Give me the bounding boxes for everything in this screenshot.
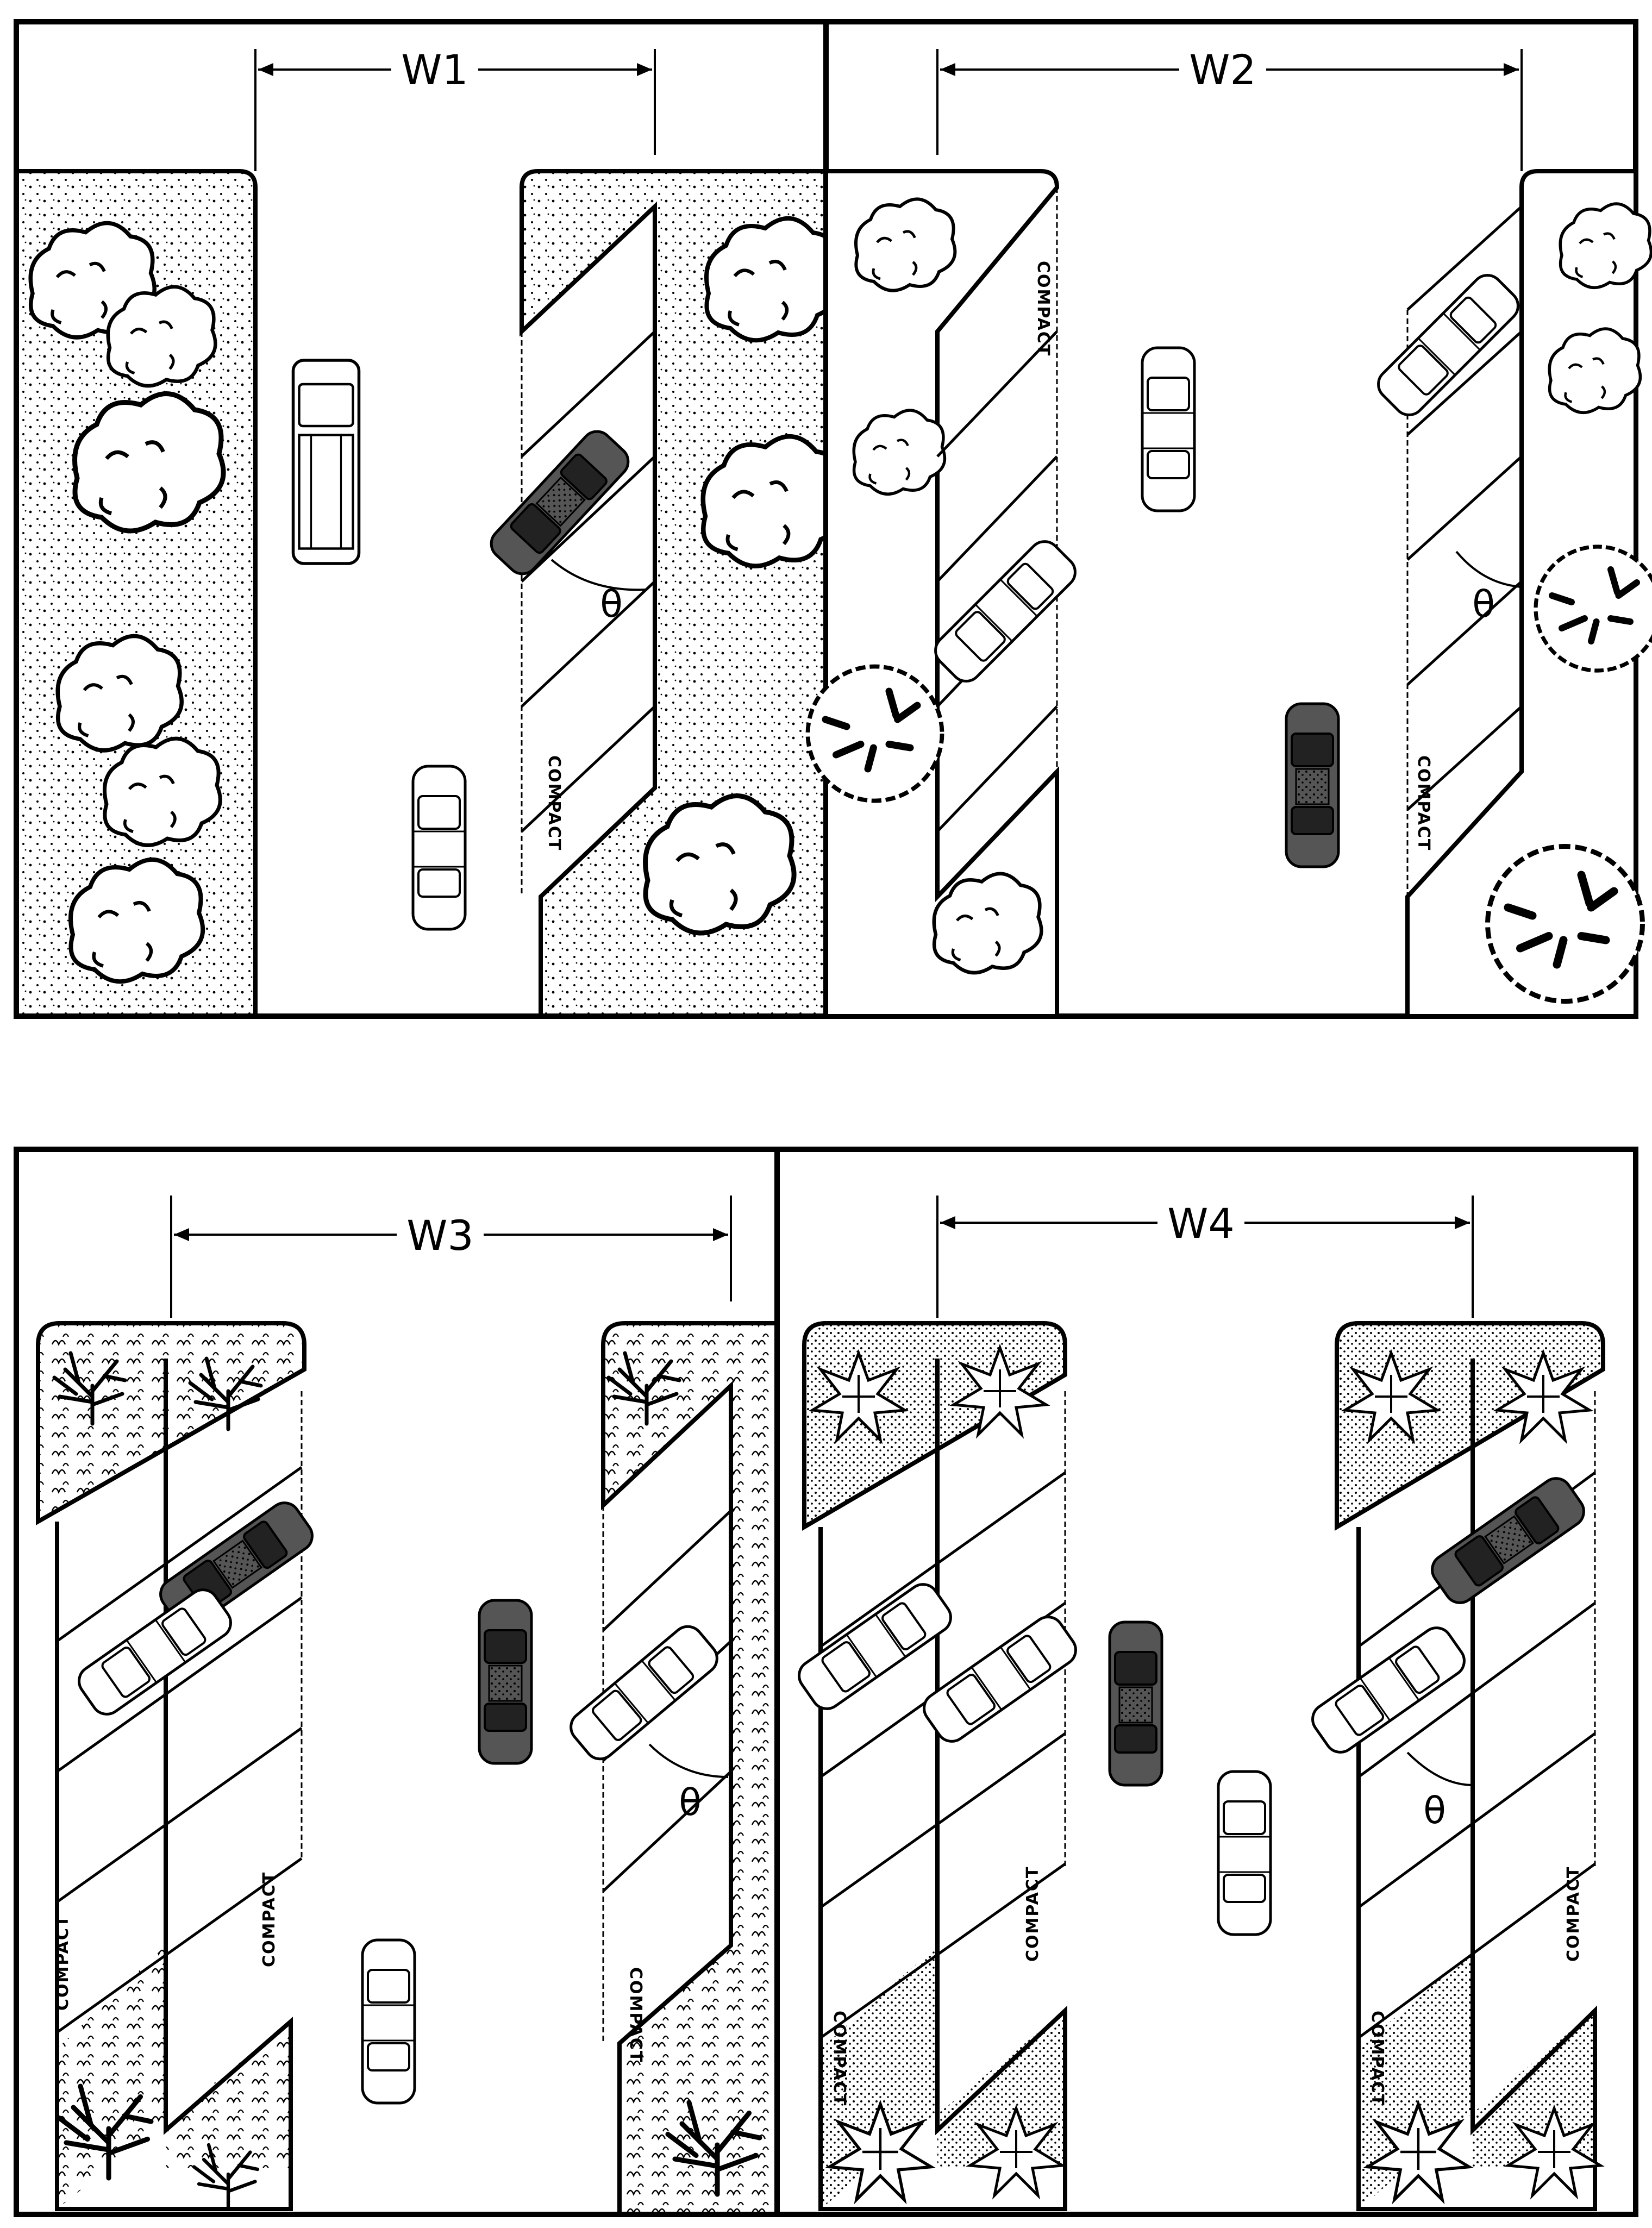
compact-label: COMPACT xyxy=(53,1915,72,2011)
car xyxy=(1142,348,1194,511)
parking-stalls-w1: COMPACT xyxy=(521,330,656,897)
compact-label: COMPACT xyxy=(626,1967,645,2063)
car xyxy=(73,1584,237,1720)
car xyxy=(293,360,359,564)
panel-w3: W3 COMPACT COMPACT COMPACT xyxy=(14,1147,780,2217)
dimension-w2: W2 xyxy=(936,46,1523,171)
dimension-w3: W3 xyxy=(170,1196,732,1318)
right-stall-island xyxy=(601,1321,779,2217)
panel-w1: W1 COMPACT θ xyxy=(14,19,843,1019)
left-stall-island xyxy=(824,169,1060,1018)
dimension-label: W1 xyxy=(401,46,468,94)
compact-label: COMPACT xyxy=(1034,261,1053,356)
parking-stalls-w2-left: COMPACT xyxy=(936,187,1058,833)
angle-indicator: θ xyxy=(550,559,647,626)
car xyxy=(413,766,465,929)
angle-indicator: θ xyxy=(648,1743,729,1824)
compact-label: COMPACT xyxy=(1414,755,1433,851)
parking-stalls-w4-right: COMPACT COMPACT xyxy=(1357,1391,1596,2106)
dimension-label: W2 xyxy=(1189,46,1256,94)
car xyxy=(362,1940,415,2103)
car xyxy=(1218,1772,1271,1935)
angle-theta-label: θ xyxy=(679,1781,702,1824)
dimension-label: W4 xyxy=(1167,1199,1235,1248)
compact-label: COMPACT xyxy=(545,755,564,851)
car xyxy=(1307,1622,1470,1758)
panel-w2: W2 COMPACT COMPACT xyxy=(808,19,1652,1019)
compact-label: COMPACT xyxy=(1023,1866,1042,1962)
car xyxy=(929,535,1081,687)
compact-label: COMPACT xyxy=(1368,2011,1387,2106)
angle-theta-label: θ xyxy=(1472,583,1495,626)
car xyxy=(1110,1622,1162,1785)
angle-theta-label: θ xyxy=(1423,1789,1446,1832)
compact-label: COMPACT xyxy=(260,1872,279,1967)
compact-label: COMPACT xyxy=(830,2011,849,2106)
dimension-w1: W1 xyxy=(254,46,656,171)
angle-indicator: θ xyxy=(1455,550,1522,626)
car xyxy=(565,1620,723,1765)
car xyxy=(1286,704,1338,867)
left-stall-island xyxy=(36,1321,306,1525)
angle-indicator: θ xyxy=(1406,1751,1473,1832)
parking-stalls-w3-left: COMPACT COMPACT xyxy=(53,1391,303,2043)
dimension-label: W3 xyxy=(406,1211,474,1260)
panel-w4: W4 COMPACT COMPACT xyxy=(774,1147,1638,2217)
dimension-w4: W4 xyxy=(936,1196,1474,1318)
car xyxy=(485,425,635,580)
compact-label: COMPACT xyxy=(1564,1866,1583,1962)
angle-theta-label: θ xyxy=(600,583,623,626)
car xyxy=(479,1600,531,1763)
car xyxy=(1426,1473,1590,1609)
